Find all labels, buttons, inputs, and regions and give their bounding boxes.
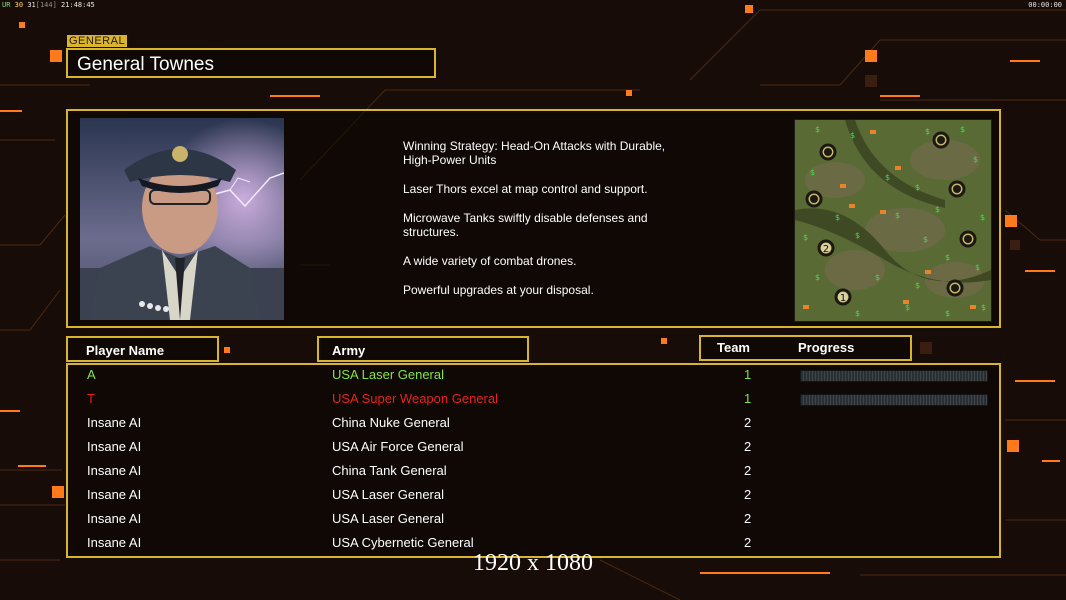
player-team: 2 xyxy=(744,463,752,478)
player-team: 1 xyxy=(744,391,752,406)
hud-timer: 00:00:00 xyxy=(1028,1,1062,9)
svg-text:$: $ xyxy=(815,125,820,134)
map-start-1: 1 xyxy=(840,293,846,304)
resolution-label: 1920 x 1080 xyxy=(473,550,593,576)
map-preview: 2 1 $ $ $ $ $ $ $ $ $ $ $ $ $ $ $ $ $ $ $ $ $ $ $ $ xyxy=(794,119,992,322)
player-team: 2 xyxy=(744,535,752,550)
header-player-label: Player Name xyxy=(86,343,165,358)
hud-stat-ur: UR xyxy=(2,1,11,9)
player-team: 2 xyxy=(744,511,752,526)
svg-text:$: $ xyxy=(945,253,950,262)
strategy-line-3: Microwave Tanks swiftly disable defenses… xyxy=(403,211,648,239)
player-row[interactable]: Insane AI USA Cybernetic General 2 xyxy=(68,534,1003,558)
player-name: Insane AI xyxy=(87,487,142,502)
header-team-label: Team xyxy=(717,340,750,355)
svg-text:$: $ xyxy=(975,263,980,272)
player-row[interactable]: T USA Super Weapon General 1 xyxy=(68,390,1003,414)
svg-text:$: $ xyxy=(945,309,950,318)
svg-text:$: $ xyxy=(850,131,855,140)
player-progress-bar xyxy=(800,394,988,406)
player-army: USA Laser General xyxy=(332,367,445,382)
strategy-line-4: A wide variety of combat drones. xyxy=(403,254,577,268)
player-name: Insane AI xyxy=(87,511,142,526)
svg-text:$: $ xyxy=(935,205,940,214)
player-row[interactable]: Insane AI USA Laser General 2 xyxy=(68,486,1003,510)
general-title-box: General Townes xyxy=(66,48,436,78)
player-row[interactable]: Insane AI China Tank General 2 xyxy=(68,462,1003,486)
header-team-progress: Team Progress xyxy=(699,335,912,361)
svg-text:$: $ xyxy=(925,127,930,136)
player-army: USA Super Weapon General xyxy=(332,391,498,406)
player-army: USA Laser General xyxy=(332,487,445,502)
player-team: 2 xyxy=(744,415,752,430)
svg-text:$: $ xyxy=(803,233,808,242)
player-army: USA Laser General xyxy=(332,511,445,526)
player-team: 2 xyxy=(744,487,752,502)
svg-text:$: $ xyxy=(980,213,985,222)
player-name: Insane AI xyxy=(87,535,142,550)
player-name: Insane AI xyxy=(87,415,142,430)
player-army: USA Cybernetic General xyxy=(332,535,474,550)
svg-text:$: $ xyxy=(915,281,920,290)
general-tag: GENERAL xyxy=(67,35,128,47)
player-row[interactable]: Insane AI USA Laser General 2 xyxy=(68,510,1003,534)
player-team: 2 xyxy=(744,439,752,454)
svg-text:$: $ xyxy=(855,309,860,318)
svg-text:$: $ xyxy=(973,155,978,164)
svg-text:$: $ xyxy=(960,125,965,134)
map-start-2: 2 xyxy=(823,244,829,255)
svg-text:$: $ xyxy=(835,213,840,222)
player-name: Insane AI xyxy=(87,463,142,478)
general-name: General Townes xyxy=(77,54,214,75)
strategy-line-5: Powerful upgrades at your disposal. xyxy=(403,283,594,297)
player-row[interactable]: Insane AI USA Air Force General 2 xyxy=(68,438,1003,462)
svg-text:$: $ xyxy=(905,303,910,312)
header-army: Army xyxy=(317,336,529,362)
svg-text:$: $ xyxy=(875,273,880,282)
svg-text:$: $ xyxy=(855,231,860,240)
player-row[interactable]: Insane AI China Nuke General 2 xyxy=(68,414,1003,438)
player-team: 1 xyxy=(744,367,752,382)
svg-text:$: $ xyxy=(923,235,928,244)
hud-stat-fps: 30 xyxy=(14,1,24,9)
hud-clock: 21:48:45 xyxy=(61,1,95,9)
svg-text:$: $ xyxy=(885,173,890,182)
player-progress-bar xyxy=(800,370,988,382)
player-name: Insane AI xyxy=(87,439,142,454)
svg-text:$: $ xyxy=(981,303,986,312)
player-army: China Tank General xyxy=(332,463,447,478)
header-army-label: Army xyxy=(332,343,366,358)
strategy-line-1: Winning Strategy: Head-On Attacks with D… xyxy=(403,139,666,167)
svg-text:$: $ xyxy=(915,183,920,192)
hud-stat-logic: 31 xyxy=(27,1,36,9)
svg-text:$: $ xyxy=(810,168,815,177)
strategy-line-2: Laser Thors excel at map control and sup… xyxy=(403,182,648,196)
svg-text:$: $ xyxy=(815,273,820,282)
player-name: T xyxy=(87,391,95,406)
player-name: A xyxy=(87,367,96,382)
general-portrait xyxy=(80,118,284,320)
player-army: China Nuke General xyxy=(332,415,450,430)
svg-text:$: $ xyxy=(895,211,900,220)
hud-stat-bracket: [144] xyxy=(35,1,57,9)
general-strategy: Winning Strategy: Head-On Attacks with D… xyxy=(403,139,723,312)
hud-stats: UR 30 31[144] 21:48:45 xyxy=(2,1,95,9)
player-row[interactable]: A USA Laser General 1 xyxy=(68,366,1003,390)
header-player-name: Player Name xyxy=(66,336,219,362)
player-army: USA Air Force General xyxy=(332,439,464,454)
header-progress-label: Progress xyxy=(798,340,855,355)
